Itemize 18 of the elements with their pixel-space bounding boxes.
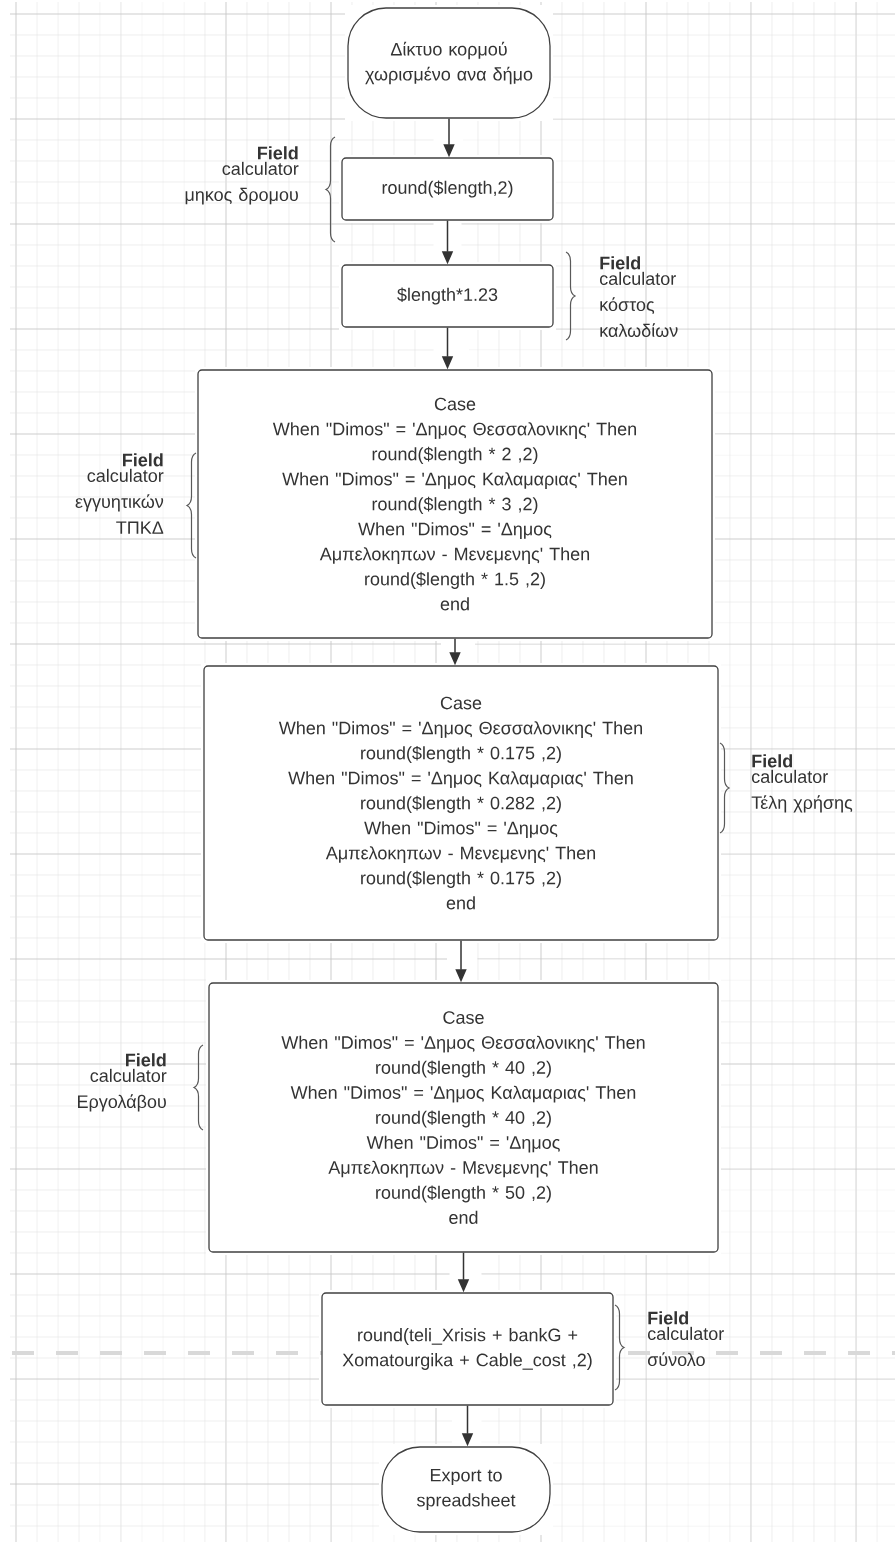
process-box: Case When "Dimos" = 'Δημος Θεσσαλονικης' Then round($length * 0.175 ,2) When "Dimos" = 'Δημος Καλαμαριας' Then round($length * 0.282 ,2) When "Dimos" = 'Δημος Αμπελοκηπων - Μενεμενης' Then round($length * 0.175 ,2) end xyxy=(203,665,719,941)
process-box: $length*1.23 xyxy=(341,264,554,328)
annotation-text: Field xyxy=(126,1053,166,1067)
annotation-text: Field xyxy=(258,146,298,160)
annotation-text: Field xyxy=(123,453,163,467)
annotation-text: calculator σύνολο xyxy=(647,1326,724,1367)
process-box: Case When "Dimos" = 'Δημος Θεσσαλονικης' Then round($length * 40 ,2) When "Dimos" = 'Δημος Καλαμαριας' Then round($length * 40 ,2) When "Dimos" = 'Δημος Αμπελοκηπων - Μενεμενης' Then round($length * 50 ,2) end xyxy=(208,982,719,1253)
process-box: round($length,2) xyxy=(341,157,554,221)
process-box: Case When "Dimos" = 'Δημος Θεσσαλονικης' Then round($length * 2 ,2) When "Dimos" = 'Δημος Καλαμαριας' Then round($length * 3 ,2) When "Dimos" = 'Δημος Αμπελοκηπων - Μενεμενης' Then round($length * 1.5 ,2) end xyxy=(197,369,713,639)
annotation-text: Field xyxy=(648,1311,689,1325)
annotation-text: calculator Εργολάβου xyxy=(78,1068,167,1112)
annotation-text: Field xyxy=(600,256,641,270)
process-box: round(teli_Xrisis + bankG + Xomatourgika + Cable_cost ,2) xyxy=(321,1292,614,1406)
annotation-text: calculator μηκος δρομου xyxy=(185,161,299,205)
annotation-text: calculator Τέλη χρήσης xyxy=(751,769,853,813)
annotation-text: calculator κόστος καλωδίων xyxy=(599,271,678,338)
annotation-text: calculator εγγυητικών ΤΠΚΔ xyxy=(75,468,164,534)
annotation-text: Field xyxy=(752,754,793,768)
